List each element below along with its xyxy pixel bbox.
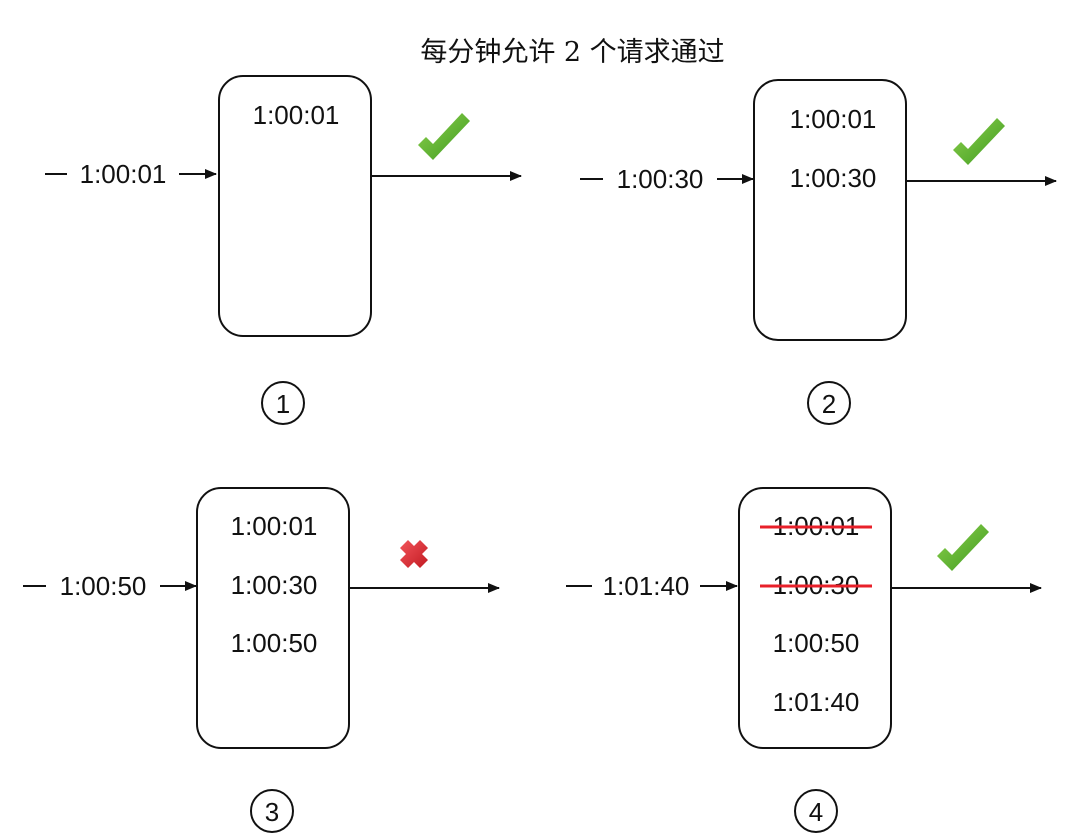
check-icon xyxy=(937,524,989,571)
request-log-box xyxy=(753,79,907,341)
log-entry: 1:01:40 xyxy=(773,687,860,717)
log-entry: 1:00:01 xyxy=(231,511,318,541)
step-number-circle xyxy=(794,789,838,833)
panel-3: 1:00:50 1:00:01 1:00:30 1:00:50 3 xyxy=(23,487,500,833)
log-entry: 1:00:50 xyxy=(773,628,860,658)
diagram-title: 每分钟允许 2 个请求通过 xyxy=(420,37,725,68)
request-log-box xyxy=(196,487,350,749)
panel-1: 1:00:01 1:00:01 1 xyxy=(45,75,522,425)
label-bg xyxy=(46,570,160,602)
log-entry: 1:00:30 xyxy=(790,163,877,193)
panel-4: 1:01:40 1:00:01 1:00:30 1:00:50 1:01:40 … xyxy=(566,487,1042,833)
label-bg xyxy=(67,158,179,190)
arrival-label: 1:00:01 xyxy=(80,159,167,189)
label-bg xyxy=(592,570,700,602)
log-entry: 1:00:30 xyxy=(231,570,318,600)
log-entry: 1:00:01 xyxy=(790,104,877,134)
step-number: 4 xyxy=(809,797,823,827)
arrival-label: 1:00:30 xyxy=(617,164,704,194)
step-number-circle xyxy=(261,381,305,425)
step-number-circle xyxy=(807,381,851,425)
request-log-box xyxy=(218,75,372,337)
step-number: 3 xyxy=(265,797,279,827)
cross-icon xyxy=(400,540,428,568)
label-bg xyxy=(603,163,717,195)
log-entry: 1:00:50 xyxy=(231,628,318,658)
request-log-box xyxy=(738,487,892,749)
arrival-label: 1:00:50 xyxy=(60,571,147,601)
step-number: 2 xyxy=(822,389,836,419)
step-number: 1 xyxy=(276,389,290,419)
check-icon xyxy=(418,113,470,160)
arrival-label: 1:01:40 xyxy=(603,571,690,601)
log-entry: 1:00:01 xyxy=(253,100,340,130)
panel-2: 1:00:30 1:00:01 1:00:30 2 xyxy=(580,79,1057,425)
check-icon xyxy=(953,118,1005,165)
step-number-circle xyxy=(250,789,294,833)
